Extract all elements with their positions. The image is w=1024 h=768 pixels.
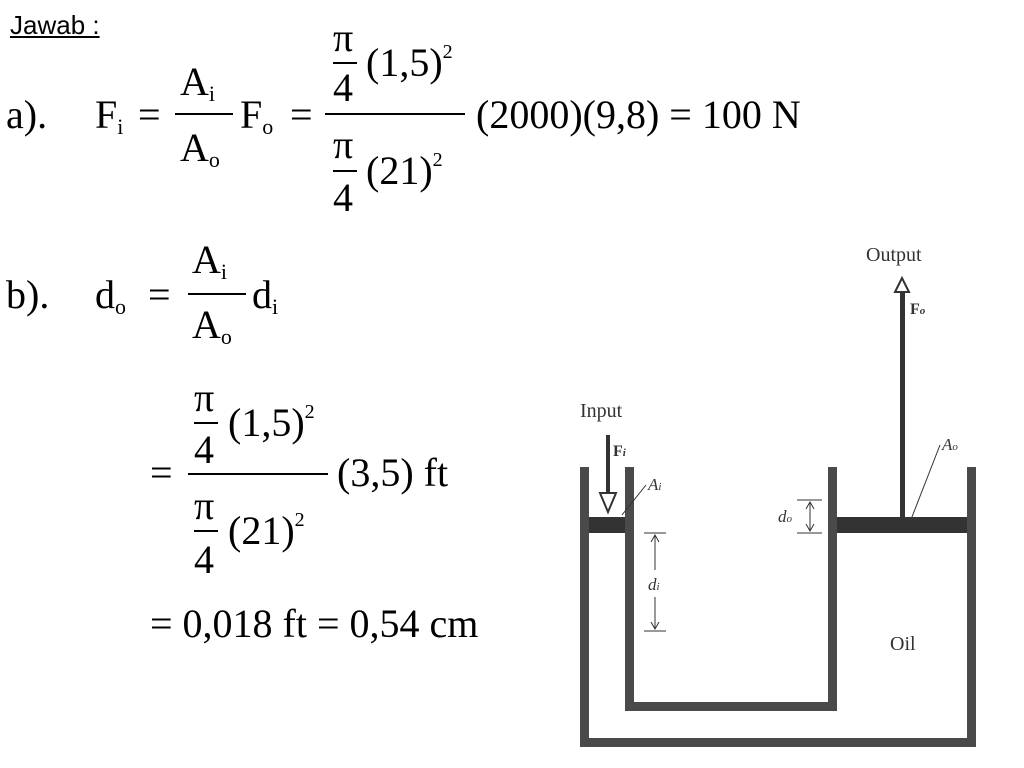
four-digit: 4 bbox=[194, 537, 214, 582]
area-subscript: i bbox=[208, 81, 216, 106]
part-a-lhs: Fi bbox=[95, 95, 123, 138]
equals-sign: = bbox=[290, 92, 313, 137]
force-output-label: Fo bbox=[910, 301, 926, 318]
force-output: Fo bbox=[240, 95, 273, 138]
inner-left-wall bbox=[625, 467, 634, 710]
part-a-label: a). bbox=[6, 92, 48, 137]
exponent: 2 bbox=[442, 41, 453, 63]
fraction-bar bbox=[188, 293, 246, 295]
displacement-symbol: d bbox=[95, 272, 115, 317]
inner-right-wall bbox=[828, 467, 837, 710]
area-output-leader bbox=[909, 444, 941, 523]
output-label: Output bbox=[866, 244, 922, 266]
area-output-label: Ao bbox=[941, 435, 958, 454]
numerator-diameter: (1,5)2 bbox=[228, 402, 315, 443]
numerator-diameter: (1,5)2 bbox=[366, 42, 453, 83]
outer-right-wall bbox=[967, 467, 976, 747]
area-symbol: A bbox=[192, 237, 221, 282]
denominator-diameter: (21)2 bbox=[366, 150, 443, 191]
exponent: 2 bbox=[304, 401, 315, 423]
pi-symbol: π bbox=[333, 15, 354, 60]
input-displacement-value: (3,5) ft bbox=[337, 450, 449, 495]
pi-symbol: π bbox=[333, 122, 354, 167]
main-fraction-bar bbox=[188, 473, 328, 475]
area-symbol: A bbox=[180, 125, 209, 170]
diameter-value: (1,5) bbox=[228, 400, 305, 445]
equals-sign: = bbox=[148, 272, 171, 317]
bottom-wall bbox=[580, 738, 976, 747]
force-output-symbol: F bbox=[240, 92, 263, 137]
pi-symbol: π bbox=[194, 483, 215, 528]
equals-sign: = bbox=[150, 450, 173, 495]
hydraulic-press-diagram: Output Fo Input Fi Ai Ao di do Oil bbox=[580, 244, 976, 747]
main-fraction-bar bbox=[325, 113, 465, 115]
displacement-symbol: d bbox=[252, 272, 272, 317]
area-symbol: A bbox=[192, 302, 221, 347]
force-input-subscript: i bbox=[117, 114, 124, 139]
small-fraction-bar bbox=[333, 170, 357, 172]
displacement-input: di bbox=[252, 275, 278, 318]
four-digit: 4 bbox=[333, 175, 353, 220]
output-arrow-icon bbox=[893, 275, 911, 293]
outer-left-wall bbox=[580, 467, 589, 747]
area-ratio-denominator: Ao bbox=[180, 128, 220, 171]
displacement-output: do bbox=[95, 275, 126, 318]
area-subscript: o bbox=[220, 324, 232, 349]
input-piston bbox=[589, 517, 625, 533]
output-displacement-label: do bbox=[778, 507, 793, 526]
diameter-value: (21) bbox=[228, 508, 295, 553]
exponent: 2 bbox=[294, 509, 305, 531]
input-label: Input bbox=[580, 400, 623, 422]
input-arrow-icon bbox=[598, 492, 618, 515]
output-piston bbox=[837, 517, 967, 533]
answer-heading: Jawab : bbox=[10, 10, 100, 40]
force-input-label: Fi bbox=[613, 443, 627, 460]
fraction-bar bbox=[175, 113, 233, 115]
small-fraction-bar bbox=[194, 530, 218, 532]
output-rod bbox=[900, 292, 905, 518]
inner-bottom-wall bbox=[625, 702, 837, 711]
area-subscript: i bbox=[220, 259, 228, 284]
fluid-label: Oil bbox=[890, 633, 916, 655]
area-input-leader bbox=[621, 484, 647, 516]
part-b-result: = 0,018 ft = 0,54 cm bbox=[150, 601, 479, 646]
output-displacement-marker bbox=[797, 499, 822, 534]
equals-sign: = bbox=[138, 92, 161, 137]
input-displacement-label: di bbox=[648, 575, 660, 594]
area-ratio-numerator: Ai bbox=[180, 62, 215, 105]
displacement-subscript: o bbox=[115, 294, 126, 319]
part-b-label: b). bbox=[6, 272, 50, 317]
input-rod bbox=[606, 435, 610, 493]
four-digit: 4 bbox=[194, 427, 214, 472]
input-displacement-marker bbox=[644, 532, 666, 632]
area-symbol: A bbox=[180, 59, 209, 104]
area-subscript: o bbox=[208, 147, 220, 172]
exponent: 2 bbox=[432, 149, 443, 171]
area-ratio-denominator: Ao bbox=[192, 305, 232, 348]
small-fraction-bar bbox=[194, 422, 218, 424]
diameter-value: (21) bbox=[366, 148, 433, 193]
area-input-label: Ai bbox=[647, 475, 661, 494]
diameter-value: (1,5) bbox=[366, 40, 443, 85]
small-fraction-bar bbox=[333, 62, 357, 64]
four-digit: 4 bbox=[333, 65, 353, 110]
displacement-subscript: i bbox=[272, 294, 279, 319]
force-input-symbol: F bbox=[95, 92, 118, 137]
pi-symbol: π bbox=[194, 375, 215, 420]
part-a-result: (2000)(9,8) = 100 N bbox=[476, 92, 801, 137]
vessel-walls bbox=[580, 467, 976, 747]
denominator-diameter: (21)2 bbox=[228, 510, 305, 551]
area-ratio-numerator: Ai bbox=[192, 240, 227, 283]
force-output-subscript: o bbox=[262, 114, 274, 139]
